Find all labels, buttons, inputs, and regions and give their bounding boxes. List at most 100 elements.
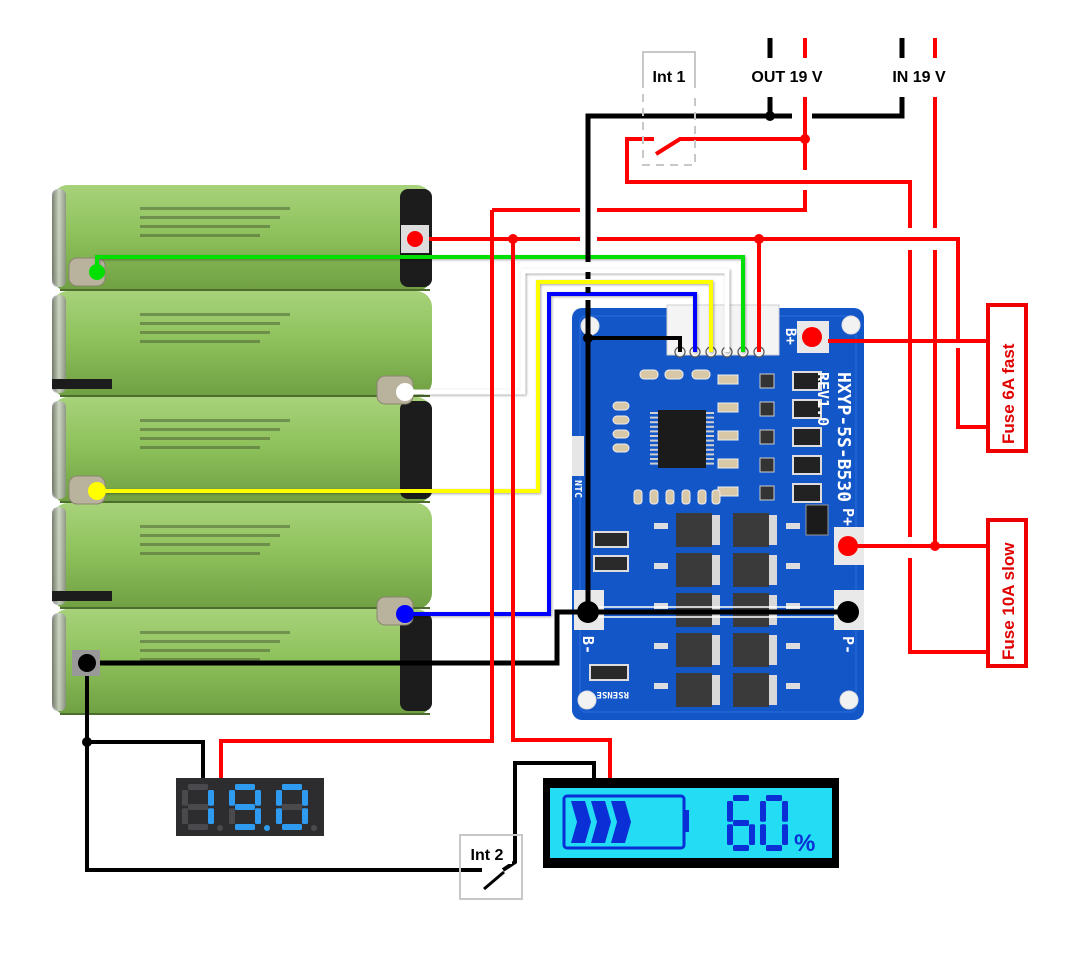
resistor [654, 603, 668, 609]
segment [182, 790, 188, 806]
terminal-cell4 [89, 264, 105, 280]
capacitor [691, 369, 711, 380]
segment [188, 804, 208, 810]
segment [182, 808, 188, 824]
mosfet [676, 513, 712, 547]
junction [82, 737, 92, 747]
wire-voltmeter-positive [219, 210, 494, 780]
resistor [792, 371, 822, 391]
junction [765, 111, 775, 121]
mosfet [733, 513, 769, 547]
battery-icon-tip [684, 810, 689, 832]
segment [188, 784, 208, 790]
junction [583, 333, 593, 343]
ic-pin [650, 448, 658, 451]
resistor [649, 489, 659, 505]
transistor [759, 429, 775, 445]
wire-voltmeter-negative-branch [87, 740, 205, 780]
mosfet-tab [712, 635, 720, 665]
mosfet [733, 633, 769, 667]
resistor [717, 486, 739, 497]
voltmeter-decimal-point [311, 825, 317, 831]
shunt-resistor [593, 555, 629, 572]
ic-pin [650, 421, 658, 424]
segment [302, 790, 308, 806]
mosfet [676, 553, 712, 587]
switch-int1[interactable]: Int 1 [642, 51, 696, 166]
resistor [786, 643, 800, 649]
junction [508, 234, 518, 244]
terminals [72, 111, 940, 747]
resistor [786, 603, 800, 609]
resistor [786, 523, 800, 529]
segment [760, 801, 766, 822]
pcb-label-b-plus: B+ [782, 328, 798, 345]
resistor [711, 489, 721, 505]
terminal-cell3 [396, 383, 414, 401]
mounting-hole [577, 690, 597, 710]
terminal-battery-negative [78, 654, 96, 672]
segment [208, 790, 214, 806]
ic-pin [650, 435, 658, 437]
mosfet [676, 633, 712, 667]
segment [229, 790, 235, 806]
segment [302, 808, 308, 824]
segment [276, 790, 282, 806]
resistor [792, 427, 822, 447]
voltmeter-decimal-point [264, 825, 270, 831]
wire-int2-to-lcd [501, 761, 596, 872]
segment [749, 824, 755, 845]
terminal-battery-positive [407, 231, 423, 247]
resistor [792, 483, 822, 503]
transistor [759, 401, 775, 417]
ntc-connector [572, 436, 584, 476]
voltmeter-digit [182, 784, 214, 830]
resistor [792, 399, 822, 419]
lcd-percent-unit: % [794, 830, 815, 857]
switch-int2[interactable]: Int 2 [459, 834, 523, 900]
ic-pin [650, 458, 658, 460]
mosfet [676, 673, 712, 707]
resistor [681, 489, 691, 505]
voltmeter-digit [229, 784, 261, 830]
capacitor [612, 401, 630, 411]
ic-pin [650, 425, 658, 428]
segment [766, 795, 782, 801]
pcb-label-p-minus: P- [839, 636, 857, 654]
diode-q0 [805, 504, 829, 536]
ic-pin [650, 416, 658, 419]
pcb-model-label: HXYP-5S-B530 [833, 372, 854, 502]
battery-pack [52, 185, 432, 715]
ic-pin [706, 448, 714, 451]
lcd-percent-digit [727, 795, 755, 851]
wire-voltmeter-negative [85, 663, 482, 872]
ic-pin [706, 412, 714, 414]
fuse-6a-fast: Fuse 6A fast [986, 303, 1028, 453]
ic-pin [706, 462, 714, 465]
mosfet-tab [769, 675, 777, 705]
switch-int2-label: Int 2 [471, 847, 504, 864]
mosfet-tab [769, 635, 777, 665]
battery-cell [52, 185, 432, 291]
segment [229, 808, 235, 824]
resistor [786, 683, 800, 689]
ic-pin [706, 421, 714, 424]
switch-int1-label: Int 1 [653, 69, 686, 86]
ic-pin [706, 444, 714, 447]
terminal-p-minus [837, 601, 859, 623]
wires [85, 38, 990, 872]
resistor [717, 430, 739, 441]
terminal-p-plus [838, 536, 858, 556]
ic-pin [706, 425, 714, 428]
capacitor [612, 429, 630, 439]
output-label: OUT 19 V [751, 69, 822, 86]
terminal-b-minus [577, 601, 599, 623]
segment [276, 808, 282, 824]
pcb-label-ntc: NTC [572, 480, 583, 498]
mosfet [733, 553, 769, 587]
balance-wire-b3 [405, 268, 730, 395]
segment [255, 790, 261, 806]
resistor [654, 643, 668, 649]
segment [733, 820, 749, 826]
mosfet-tab [769, 515, 777, 545]
